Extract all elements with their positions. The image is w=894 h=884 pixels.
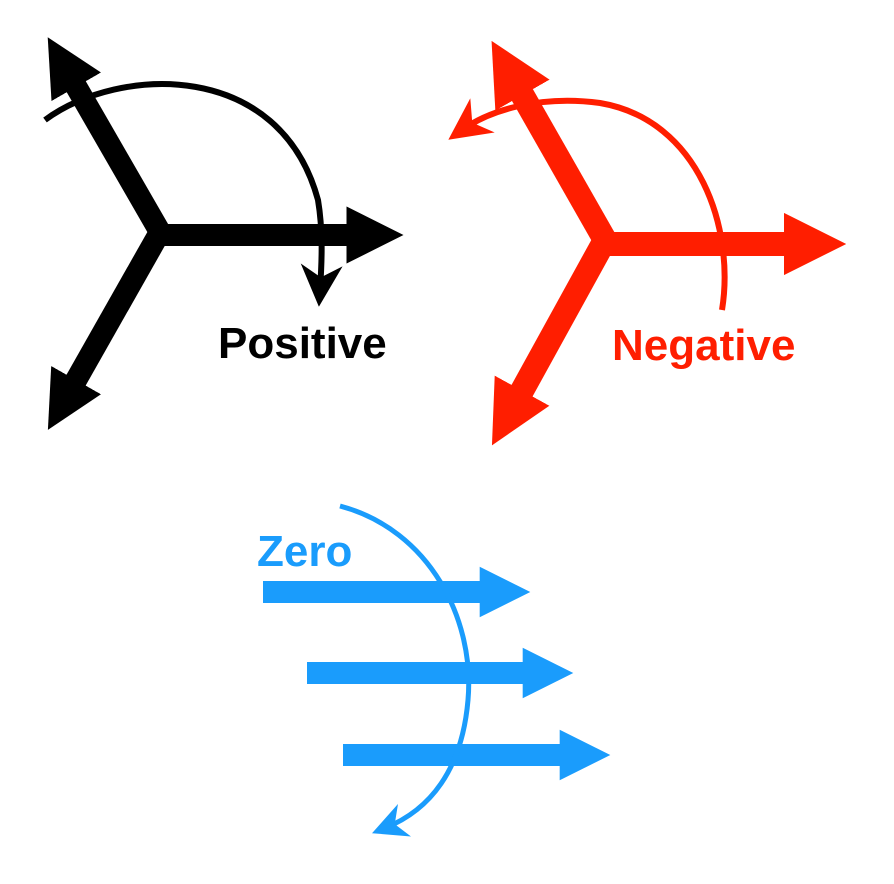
negative-rotation-arrow (448, 97, 728, 311)
positive-rotation-arrow (43, 81, 343, 307)
positive-arm-up (47, 37, 170, 238)
negative-arm-up (491, 40, 616, 246)
zero-rotation-arrow (339, 503, 472, 837)
positive-arm-down (47, 226, 170, 430)
positive-vertex (43, 37, 404, 430)
negative-vertex (448, 40, 847, 446)
positive-label: Positive (218, 319, 387, 368)
negative-label: Negative (612, 321, 796, 370)
negative-arm-down (491, 234, 616, 446)
zero-parallel (263, 503, 611, 837)
zero-label: Zero (257, 527, 353, 576)
